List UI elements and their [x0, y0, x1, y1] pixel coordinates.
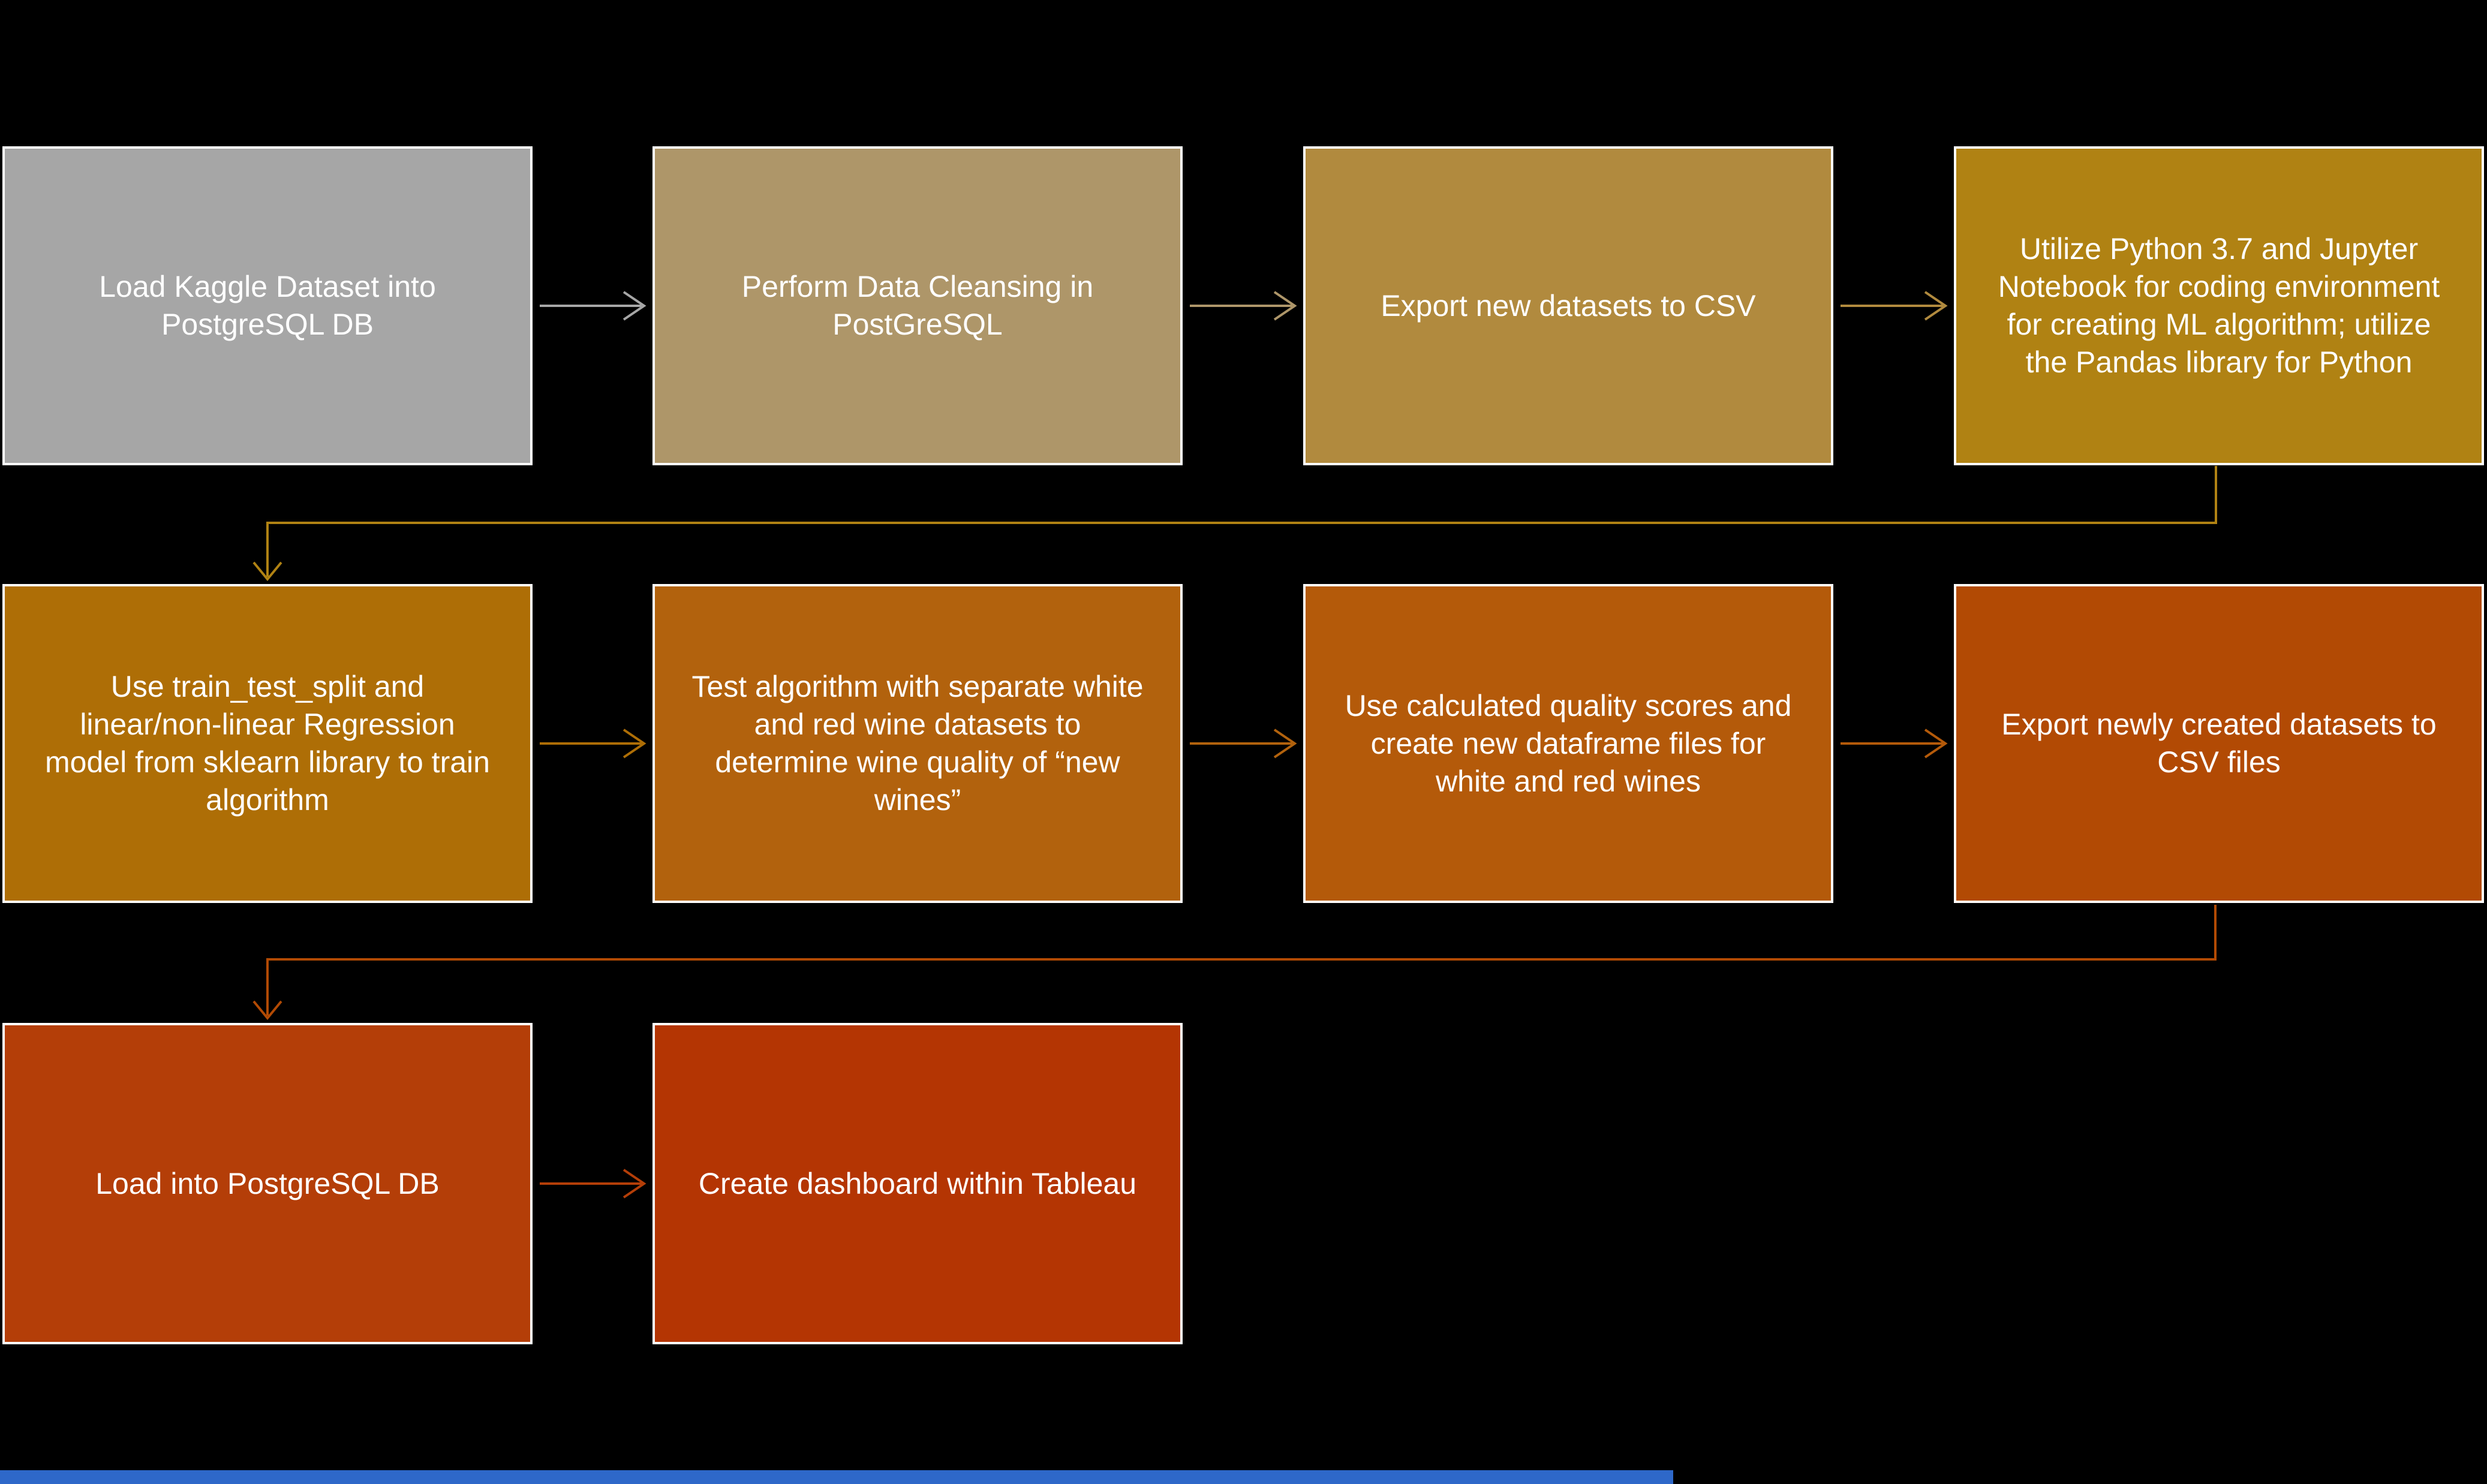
- flow-step-quality-scores: Use calculated quality scores and create…: [1303, 584, 1833, 903]
- flow-step-label: Load into PostgreSQL DB: [95, 1166, 440, 1200]
- flow-step-load-kaggle: Load Kaggle Dataset into PostgreSQL DB: [2, 146, 533, 465]
- arrow-row3-1-icon: [540, 1169, 646, 1199]
- bottom-blue-bar: [0, 1470, 1673, 1484]
- flow-step-label: Test algorithm with separate white and r…: [691, 670, 1144, 817]
- flow-step-label: Perform Data Cleansing in PostGreSQL: [741, 270, 1094, 341]
- arrow-row1-2-icon: [1190, 291, 1297, 321]
- flow-step-export-csv: Export new datasets to CSV: [1303, 146, 1833, 465]
- flow-step-tableau-dashboard: Create dashboard within Tableau: [652, 1023, 1183, 1344]
- flow-step-train-algorithm: Use train_test_split and linear/non-line…: [2, 584, 533, 903]
- flow-step-label: Use train_test_split and linear/non-line…: [45, 670, 490, 817]
- flow-step-label: Export new datasets to CSV: [1381, 288, 1756, 323]
- flow-step-data-cleansing: Perform Data Cleansing in PostGreSQL: [652, 146, 1183, 465]
- arrow-row1-1-icon: [540, 291, 646, 321]
- flow-step-test-algorithm: Test algorithm with separate white and r…: [652, 584, 1183, 903]
- arrow-row1-3-icon: [1841, 291, 1948, 321]
- flow-step-export-new-csv: Export newly created datasets to CSV fil…: [1954, 584, 2484, 903]
- flow-step-label: Utilize Python 3.7 and Jupyter Notebook …: [1998, 232, 2440, 379]
- flow-step-label: Use calculated quality scores and create…: [1345, 688, 1792, 798]
- arrow-row2-1-icon: [540, 729, 646, 758]
- arrow-row2-3-icon: [1841, 729, 1948, 758]
- elbow-row2-to-row3-icon: [252, 905, 2217, 1021]
- flow-step-label: Load Kaggle Dataset into PostgreSQL DB: [99, 270, 436, 341]
- elbow-row1-to-row2-icon: [252, 466, 2217, 582]
- flow-step-label: Export newly created datasets to CSV fil…: [2001, 708, 2437, 779]
- arrow-row2-2-icon: [1190, 729, 1297, 758]
- flow-step-python-jupyter: Utilize Python 3.7 and Jupyter Notebook …: [1954, 146, 2484, 465]
- flow-step-load-postgres: Load into PostgreSQL DB: [2, 1023, 533, 1344]
- flow-step-label: Create dashboard within Tableau: [698, 1166, 1137, 1200]
